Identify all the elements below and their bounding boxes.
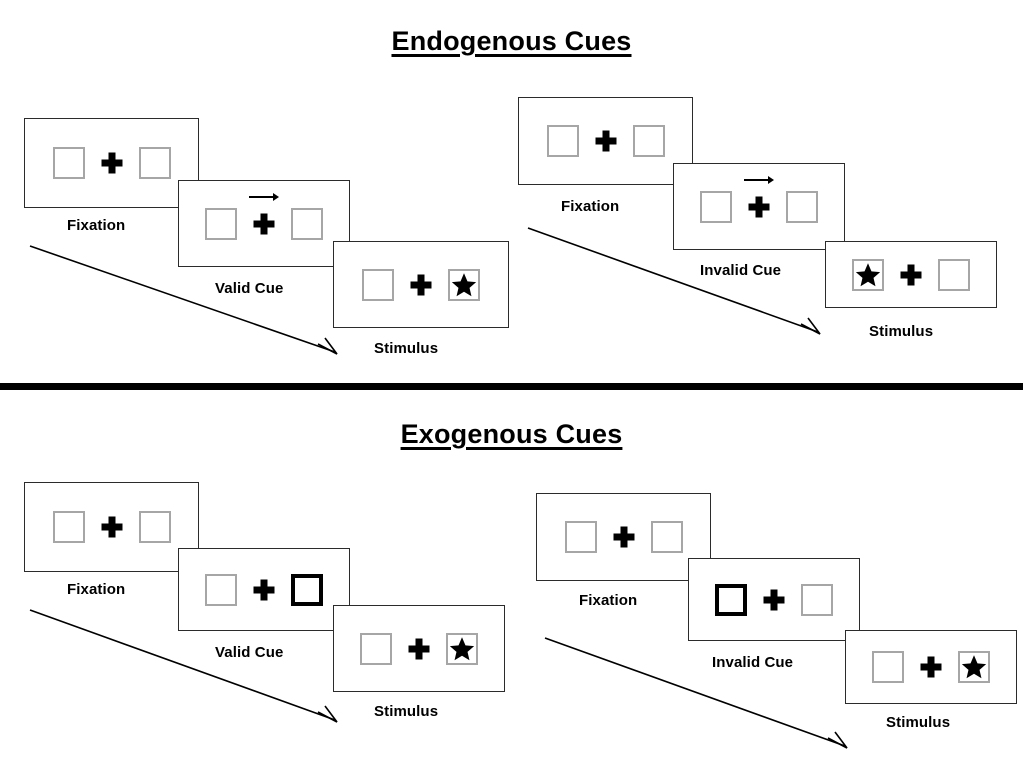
panel-content: [852, 258, 970, 292]
left-placeholder-box: [362, 268, 394, 301]
left-placeholder-box: [564, 521, 597, 553]
section-divider: [0, 383, 1023, 390]
panel-invalid-cue[interactable]: [688, 558, 860, 641]
caption-invalid-cue: Invalid Cue: [700, 262, 782, 279]
time-flow-arrow-icon: [544, 637, 855, 758]
panel-fixation[interactable]: [536, 493, 711, 581]
caption-fixation: Fixation: [579, 592, 638, 609]
fixation-cross-icon: [744, 175, 774, 224]
panel-content: [872, 650, 990, 684]
right-placeholder-box: [938, 258, 970, 291]
panel-content: [360, 632, 478, 666]
right-target-box: [958, 651, 990, 683]
panel-fixation[interactable]: [24, 482, 199, 572]
panel-valid-cue[interactable]: [178, 180, 350, 267]
panel-content: [362, 268, 480, 302]
star-icon: [449, 636, 475, 662]
fixation-cross-icon: [761, 583, 787, 617]
caption-fixation: Fixation: [67, 217, 126, 234]
caption-stimulus: Stimulus: [374, 340, 439, 357]
right-placeholder-box: [291, 207, 323, 240]
caption-fixation: Fixation: [67, 581, 126, 598]
right-cued-box: [291, 573, 323, 606]
panel-stimulus[interactable]: [333, 605, 505, 692]
fixation-cross-icon: [99, 146, 125, 180]
left-target-box: [852, 258, 884, 291]
panel-content: [205, 192, 323, 241]
panel-stimulus[interactable]: [333, 241, 509, 328]
fixation-cross-icon: [251, 573, 277, 607]
left-cued-box: [715, 583, 747, 616]
caption-valid-cue: Valid Cue: [215, 280, 284, 297]
panel-content: [700, 175, 818, 224]
fixation-cross-icon: [918, 650, 944, 684]
arrow-right-icon: [744, 175, 774, 186]
panel-valid-cue[interactable]: [178, 548, 350, 631]
fixation-cross-icon: [249, 192, 279, 241]
right-target-box: [448, 268, 480, 301]
fixation-cross-icon: [611, 520, 637, 554]
panel-invalid-cue[interactable]: [673, 163, 845, 250]
caption-valid-cue: Valid Cue: [215, 644, 284, 661]
right-placeholder-box: [801, 583, 833, 616]
right-placeholder-box: [138, 147, 171, 179]
caption-fixation: Fixation: [561, 198, 620, 215]
panel-content: [715, 583, 833, 617]
panel-content: [205, 573, 323, 607]
left-placeholder-box: [52, 147, 85, 179]
fixation-cross-icon: [99, 510, 125, 544]
right-target-box: [446, 632, 478, 665]
left-placeholder-box: [546, 125, 579, 157]
fixation-cross-icon: [593, 124, 619, 158]
left-placeholder-box: [205, 207, 237, 240]
right-placeholder-box: [786, 190, 818, 223]
panel-fixation[interactable]: [24, 118, 199, 208]
panel-stimulus[interactable]: [825, 241, 997, 308]
caption-stimulus: Stimulus: [869, 323, 934, 340]
caption-invalid-cue: Invalid Cue: [712, 654, 794, 671]
left-placeholder-box: [205, 573, 237, 606]
fixation-cross-icon: [898, 258, 924, 292]
right-placeholder-box: [650, 521, 683, 553]
panel-stimulus[interactable]: [845, 630, 1017, 704]
star-icon: [855, 262, 881, 288]
right-placeholder-box: [138, 511, 171, 543]
caption-stimulus: Stimulus: [886, 714, 951, 731]
panel-content: [546, 124, 665, 158]
left-placeholder-box: [872, 651, 904, 683]
panel-fixation[interactable]: [518, 97, 693, 185]
right-placeholder-box: [632, 125, 665, 157]
left-placeholder-box: [52, 511, 85, 543]
left-placeholder-box: [700, 190, 732, 223]
panel-content: [52, 510, 171, 544]
fixation-cross-icon: [408, 268, 434, 302]
fixation-cross-icon: [406, 632, 432, 666]
star-icon: [451, 272, 477, 298]
panel-content: [52, 146, 171, 180]
section-title-endogenous: Endogenous Cues: [391, 26, 632, 56]
arrow-right-icon: [249, 192, 279, 203]
left-placeholder-box: [360, 632, 392, 665]
panel-content: [564, 520, 683, 554]
caption-stimulus: Stimulus: [374, 703, 439, 720]
star-icon: [961, 654, 987, 680]
section-title-exogenous: Exogenous Cues: [400, 419, 623, 449]
